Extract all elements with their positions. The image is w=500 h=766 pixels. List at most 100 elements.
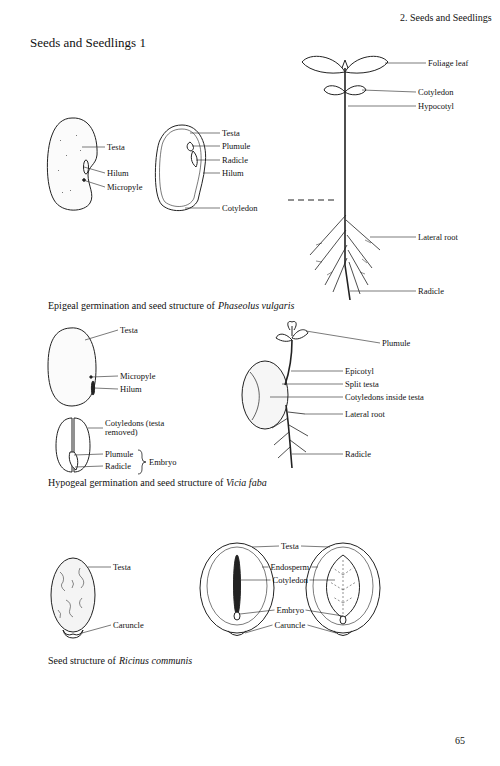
leader-line: [196, 160, 220, 161]
hypogeal-seedling: [272, 412, 308, 458]
leader-line: [245, 625, 273, 633]
part-label: Micropyle: [120, 372, 155, 381]
part-label: Plumule: [382, 339, 410, 348]
castor-section: [207, 547, 267, 625]
part-label: Testa: [113, 563, 131, 572]
hypogeal-seedling: [288, 321, 296, 336]
part-label: Testa: [222, 129, 240, 138]
bean-seed: [47, 118, 97, 210]
part-label: Caruncle: [113, 621, 144, 630]
epigeal-seedling: [288, 200, 335, 201]
leader-line: [241, 580, 271, 581]
part-label: Endosperm: [271, 563, 310, 572]
page-title: Seeds and Seedlings 1: [30, 36, 146, 50]
leader-line: [91, 376, 118, 377]
part-label: Embryo: [277, 606, 304, 615]
leader-line: [362, 90, 416, 92]
leader-line: [82, 625, 111, 633]
bracket: [138, 450, 146, 474]
running-header: 2. Seeds and Seedlings: [400, 12, 492, 23]
part-label: Split testa: [345, 380, 379, 389]
leader-line: [306, 331, 380, 343]
hypogeal-seedling: [276, 334, 292, 341]
part-label: Plumule: [105, 450, 133, 459]
castor-section: [234, 555, 241, 615]
castor-seed: [63, 630, 83, 638]
hypogeal-seedling: [250, 372, 259, 420]
leader-line: [310, 580, 336, 581]
hypogeal-seedling: [292, 330, 308, 339]
epigeal-seedling: [310, 215, 380, 294]
part-label: Epicotyl: [345, 367, 374, 376]
part-label: Lateral root: [345, 410, 385, 419]
epigeal-seedling: [345, 68, 350, 300]
leader-line: [190, 133, 220, 134]
bean-section: [191, 151, 197, 167]
part-label: Embryo: [149, 458, 176, 467]
epigeal-seedling: [288, 56, 388, 300]
leader-line: [74, 454, 103, 455]
species-name: Ricinus communis: [119, 655, 192, 666]
leader-line: [88, 567, 111, 568]
castor-section: [340, 616, 346, 624]
part-label: Micropyle: [107, 183, 142, 192]
bean-section: [160, 129, 202, 207]
leader-line: [203, 173, 220, 174]
leader-line: [308, 625, 337, 633]
castor-section: [327, 555, 360, 618]
castor-section: [313, 547, 373, 625]
castor-section: [200, 543, 274, 633]
leader-line: [385, 63, 426, 64]
broad-bean-seed: [48, 328, 96, 406]
epigeal-seedling: [316, 240, 371, 275]
hypogeal-seedling: [285, 340, 292, 385]
hypogeal-seedling: [242, 321, 308, 468]
part-label: Radicle: [418, 287, 444, 296]
leader-line: [301, 546, 330, 547]
leader-line: [82, 147, 105, 148]
castor-section: [330, 560, 356, 614]
part-label: Hilum: [120, 385, 142, 394]
leader-line: [85, 330, 118, 340]
castor-section: [234, 612, 240, 620]
castor-section: [228, 631, 246, 636]
broad-bean-embryo: [56, 418, 72, 472]
hypogeal-seedling: [286, 405, 292, 468]
epigeal-seedling: [324, 86, 345, 95]
leader-line: [88, 428, 103, 429]
part-label: Foliage leaf: [428, 59, 468, 68]
page-number: 65: [455, 735, 465, 746]
epigeal-seedling: [342, 60, 348, 68]
leader-line: [270, 397, 343, 398]
castor-seed: [58, 568, 84, 618]
part-label: Radicle: [345, 450, 371, 459]
part-label: Lateral root: [418, 233, 458, 242]
part-label: Cotyledon: [222, 204, 257, 213]
leader-line: [84, 167, 105, 173]
leader-line: [282, 384, 343, 385]
bean-section: [187, 142, 193, 151]
broad-bean-embryo: [56, 418, 90, 472]
part-label: Cotyledons inside testa: [345, 393, 424, 402]
part-label: Hilum: [222, 169, 244, 178]
hypogeal-seedling: [242, 361, 288, 429]
part-label: Testa: [107, 143, 125, 152]
leader-line: [348, 106, 416, 107]
leader-line: [185, 208, 220, 209]
figure-caption: Epigeal germination and seed structure o…: [48, 300, 215, 311]
bean-seed: [47, 118, 97, 210]
leader-line: [94, 388, 118, 389]
leader-line: [350, 291, 416, 292]
leader-line: [292, 454, 343, 455]
castor-section: [334, 631, 352, 636]
leader-line: [291, 371, 343, 372]
part-label: Cotyledons (testa removed): [105, 419, 177, 438]
part-label: Hilum: [107, 169, 129, 178]
part-label: Testa: [120, 326, 138, 335]
leader-line: [192, 146, 220, 147]
figure-caption: Seed structure of: [48, 655, 116, 666]
bean-section: [155, 125, 205, 211]
leader-line: [83, 180, 105, 187]
